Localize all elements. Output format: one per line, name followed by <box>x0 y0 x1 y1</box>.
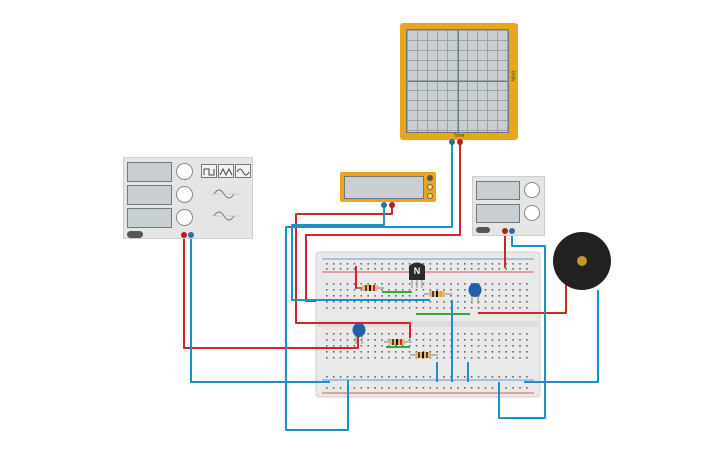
fg-power-toggle[interactable] <box>127 231 143 238</box>
ps-negative-terminal[interactable] <box>509 228 515 234</box>
wire-buzzer-blue <box>524 290 599 383</box>
multimeter-mode-current-button[interactable] <box>427 175 433 181</box>
resistor-r4[interactable] <box>410 352 438 358</box>
resistor-r1[interactable] <box>357 285 384 291</box>
fg-frequency-display <box>127 162 172 182</box>
ps-positive-terminal[interactable] <box>502 228 508 234</box>
fg-positive-terminal[interactable] <box>181 232 187 238</box>
multimeter-com-terminal[interactable] <box>381 202 387 208</box>
oscilloscope[interactable]: V/div Time <box>400 23 518 140</box>
wire-meter-red <box>295 206 411 338</box>
wire-ps-blue <box>498 232 546 419</box>
wire-fg-blue <box>190 237 330 383</box>
green-wires <box>382 291 470 348</box>
ps-current-knob[interactable] <box>524 205 540 221</box>
function-generator[interactable] <box>123 157 253 239</box>
multimeter-mode-resistance-button[interactable] <box>427 193 433 199</box>
multimeter[interactable] <box>340 172 436 202</box>
resistor-r2[interactable] <box>424 291 452 297</box>
breadboard[interactable] <box>315 251 541 398</box>
fg-offset-knob[interactable] <box>176 209 193 226</box>
ps-power-toggle[interactable] <box>476 227 490 233</box>
sine-wave-icon[interactable] <box>235 164 251 178</box>
wire-fg-red <box>183 237 359 349</box>
resistor-r3[interactable] <box>384 339 412 345</box>
oscilloscope-x-label: Time <box>453 133 465 139</box>
fg-waveform-preview <box>212 184 242 226</box>
oscilloscope-ground-terminal[interactable] <box>449 139 455 145</box>
blue-wires <box>190 143 599 431</box>
oscilloscope-probe-terminal[interactable] <box>457 139 463 145</box>
fg-offset-display <box>127 208 172 228</box>
fg-negative-terminal[interactable] <box>188 232 194 238</box>
multimeter-display <box>344 176 424 199</box>
oscilloscope-y-label: V/div <box>509 70 516 82</box>
wire-meter-blue <box>291 206 385 301</box>
ps-voltage-knob[interactable] <box>524 182 540 198</box>
triangle-wave-icon[interactable] <box>218 164 234 178</box>
multimeter-v-terminal[interactable] <box>389 202 395 208</box>
ps-current-display <box>476 204 520 223</box>
ps-voltage-display <box>476 181 520 200</box>
square-wave-icon[interactable] <box>201 164 217 178</box>
piezo-buzzer[interactable] <box>553 232 611 290</box>
transistor-label: N <box>413 266 421 276</box>
npn-transistor[interactable] <box>409 262 425 289</box>
wire-buzzer-red <box>478 278 567 314</box>
wire-scope-blue <box>285 143 453 431</box>
fg-frequency-knob[interactable] <box>176 163 193 180</box>
multimeter-mode-voltage-button[interactable] <box>427 184 433 190</box>
capacitor-c2[interactable] <box>352 323 366 344</box>
dc-power-supply[interactable] <box>472 176 545 236</box>
oscilloscope-screen <box>406 29 509 133</box>
fg-amplitude-knob[interactable] <box>176 186 193 203</box>
fg-amplitude-display <box>127 185 172 205</box>
capacitor-c1[interactable] <box>468 283 482 304</box>
